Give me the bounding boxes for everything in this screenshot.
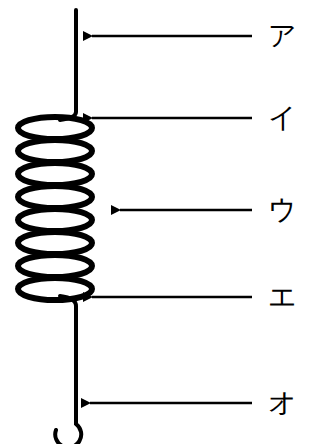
hook xyxy=(55,412,81,444)
callout-label: イ xyxy=(268,104,297,132)
coil-turn xyxy=(18,117,92,139)
callout-arrows xyxy=(90,36,252,403)
bottom-wire xyxy=(60,296,76,412)
coil-turn xyxy=(18,186,92,208)
coil-turn xyxy=(18,140,92,162)
coil-turn xyxy=(18,232,92,254)
callout-label: オ xyxy=(268,389,297,417)
top-wire xyxy=(60,10,76,120)
callout-label: ウ xyxy=(268,196,297,224)
coil-turn xyxy=(18,163,92,185)
coil-turn xyxy=(18,255,92,277)
coil-turn xyxy=(18,278,92,300)
callout-label: ア xyxy=(268,22,297,50)
coil-windings xyxy=(18,117,92,300)
coil-turn xyxy=(18,209,92,231)
callout-label: エ xyxy=(268,283,297,311)
